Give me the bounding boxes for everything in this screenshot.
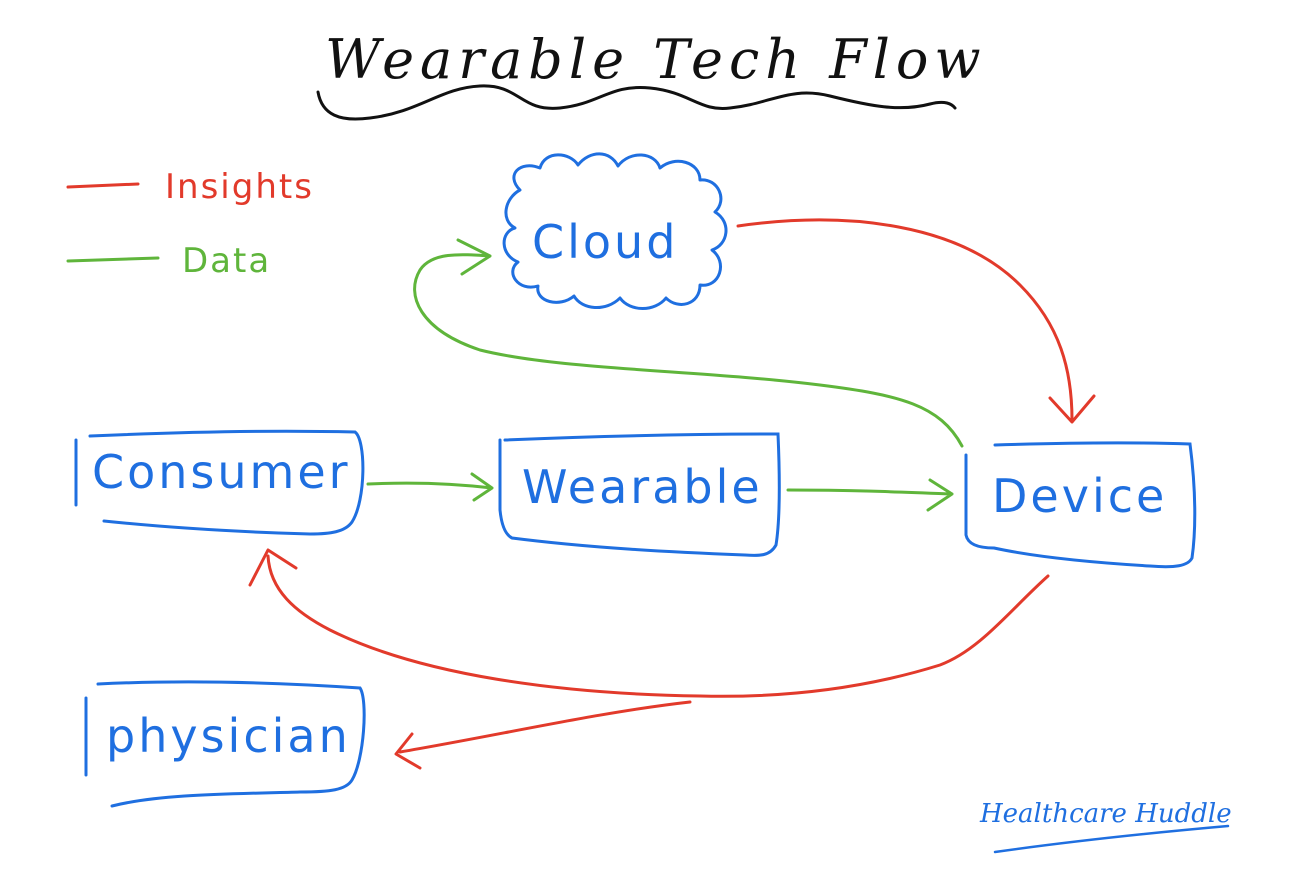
title-wavy-underline — [316, 84, 957, 121]
node-wearable: Wearable — [498, 432, 781, 557]
legend-insights-label: Insights — [165, 167, 314, 207]
insight-arrows — [248, 218, 1096, 770]
arrow-wearable-to-device — [786, 478, 954, 512]
title-text: Wearable Tech Flow — [325, 28, 987, 91]
node-consumer: Consumer — [74, 429, 365, 536]
device-label: Device — [992, 469, 1167, 523]
cloud-label: Cloud — [532, 215, 678, 269]
consumer-box — [74, 429, 365, 536]
consumer-label: Consumer — [92, 445, 351, 499]
wearable-label: Wearable — [522, 460, 763, 514]
signature-underline — [993, 824, 1230, 854]
device-box — [964, 441, 1197, 569]
physician-box — [84, 680, 366, 808]
legend-insights-line — [66, 182, 140, 189]
arrow-consumer-to-wearable — [366, 472, 494, 502]
node-cloud: Cloud — [502, 152, 728, 310]
arrow-device-to-physician — [394, 700, 692, 770]
arrow-cloud-to-device — [736, 218, 1096, 424]
node-physician: physician — [84, 680, 366, 808]
signature: Healthcare Huddle — [979, 799, 1232, 854]
physician-label: physician — [106, 709, 351, 763]
legend-data-line — [66, 256, 160, 263]
legend-data-label: Data — [182, 241, 271, 281]
signature-text: Healthcare Huddle — [979, 799, 1232, 829]
cloud-shape — [502, 152, 728, 310]
node-device: Device — [964, 441, 1197, 569]
arrow-device-to-cloud — [413, 238, 964, 448]
wearable-box — [498, 432, 781, 557]
data-arrows — [366, 238, 964, 512]
legend: Insights Data — [66, 167, 314, 281]
arrow-device-to-consumer — [248, 548, 1050, 698]
diagram-title: Wearable Tech Flow — [316, 28, 987, 121]
